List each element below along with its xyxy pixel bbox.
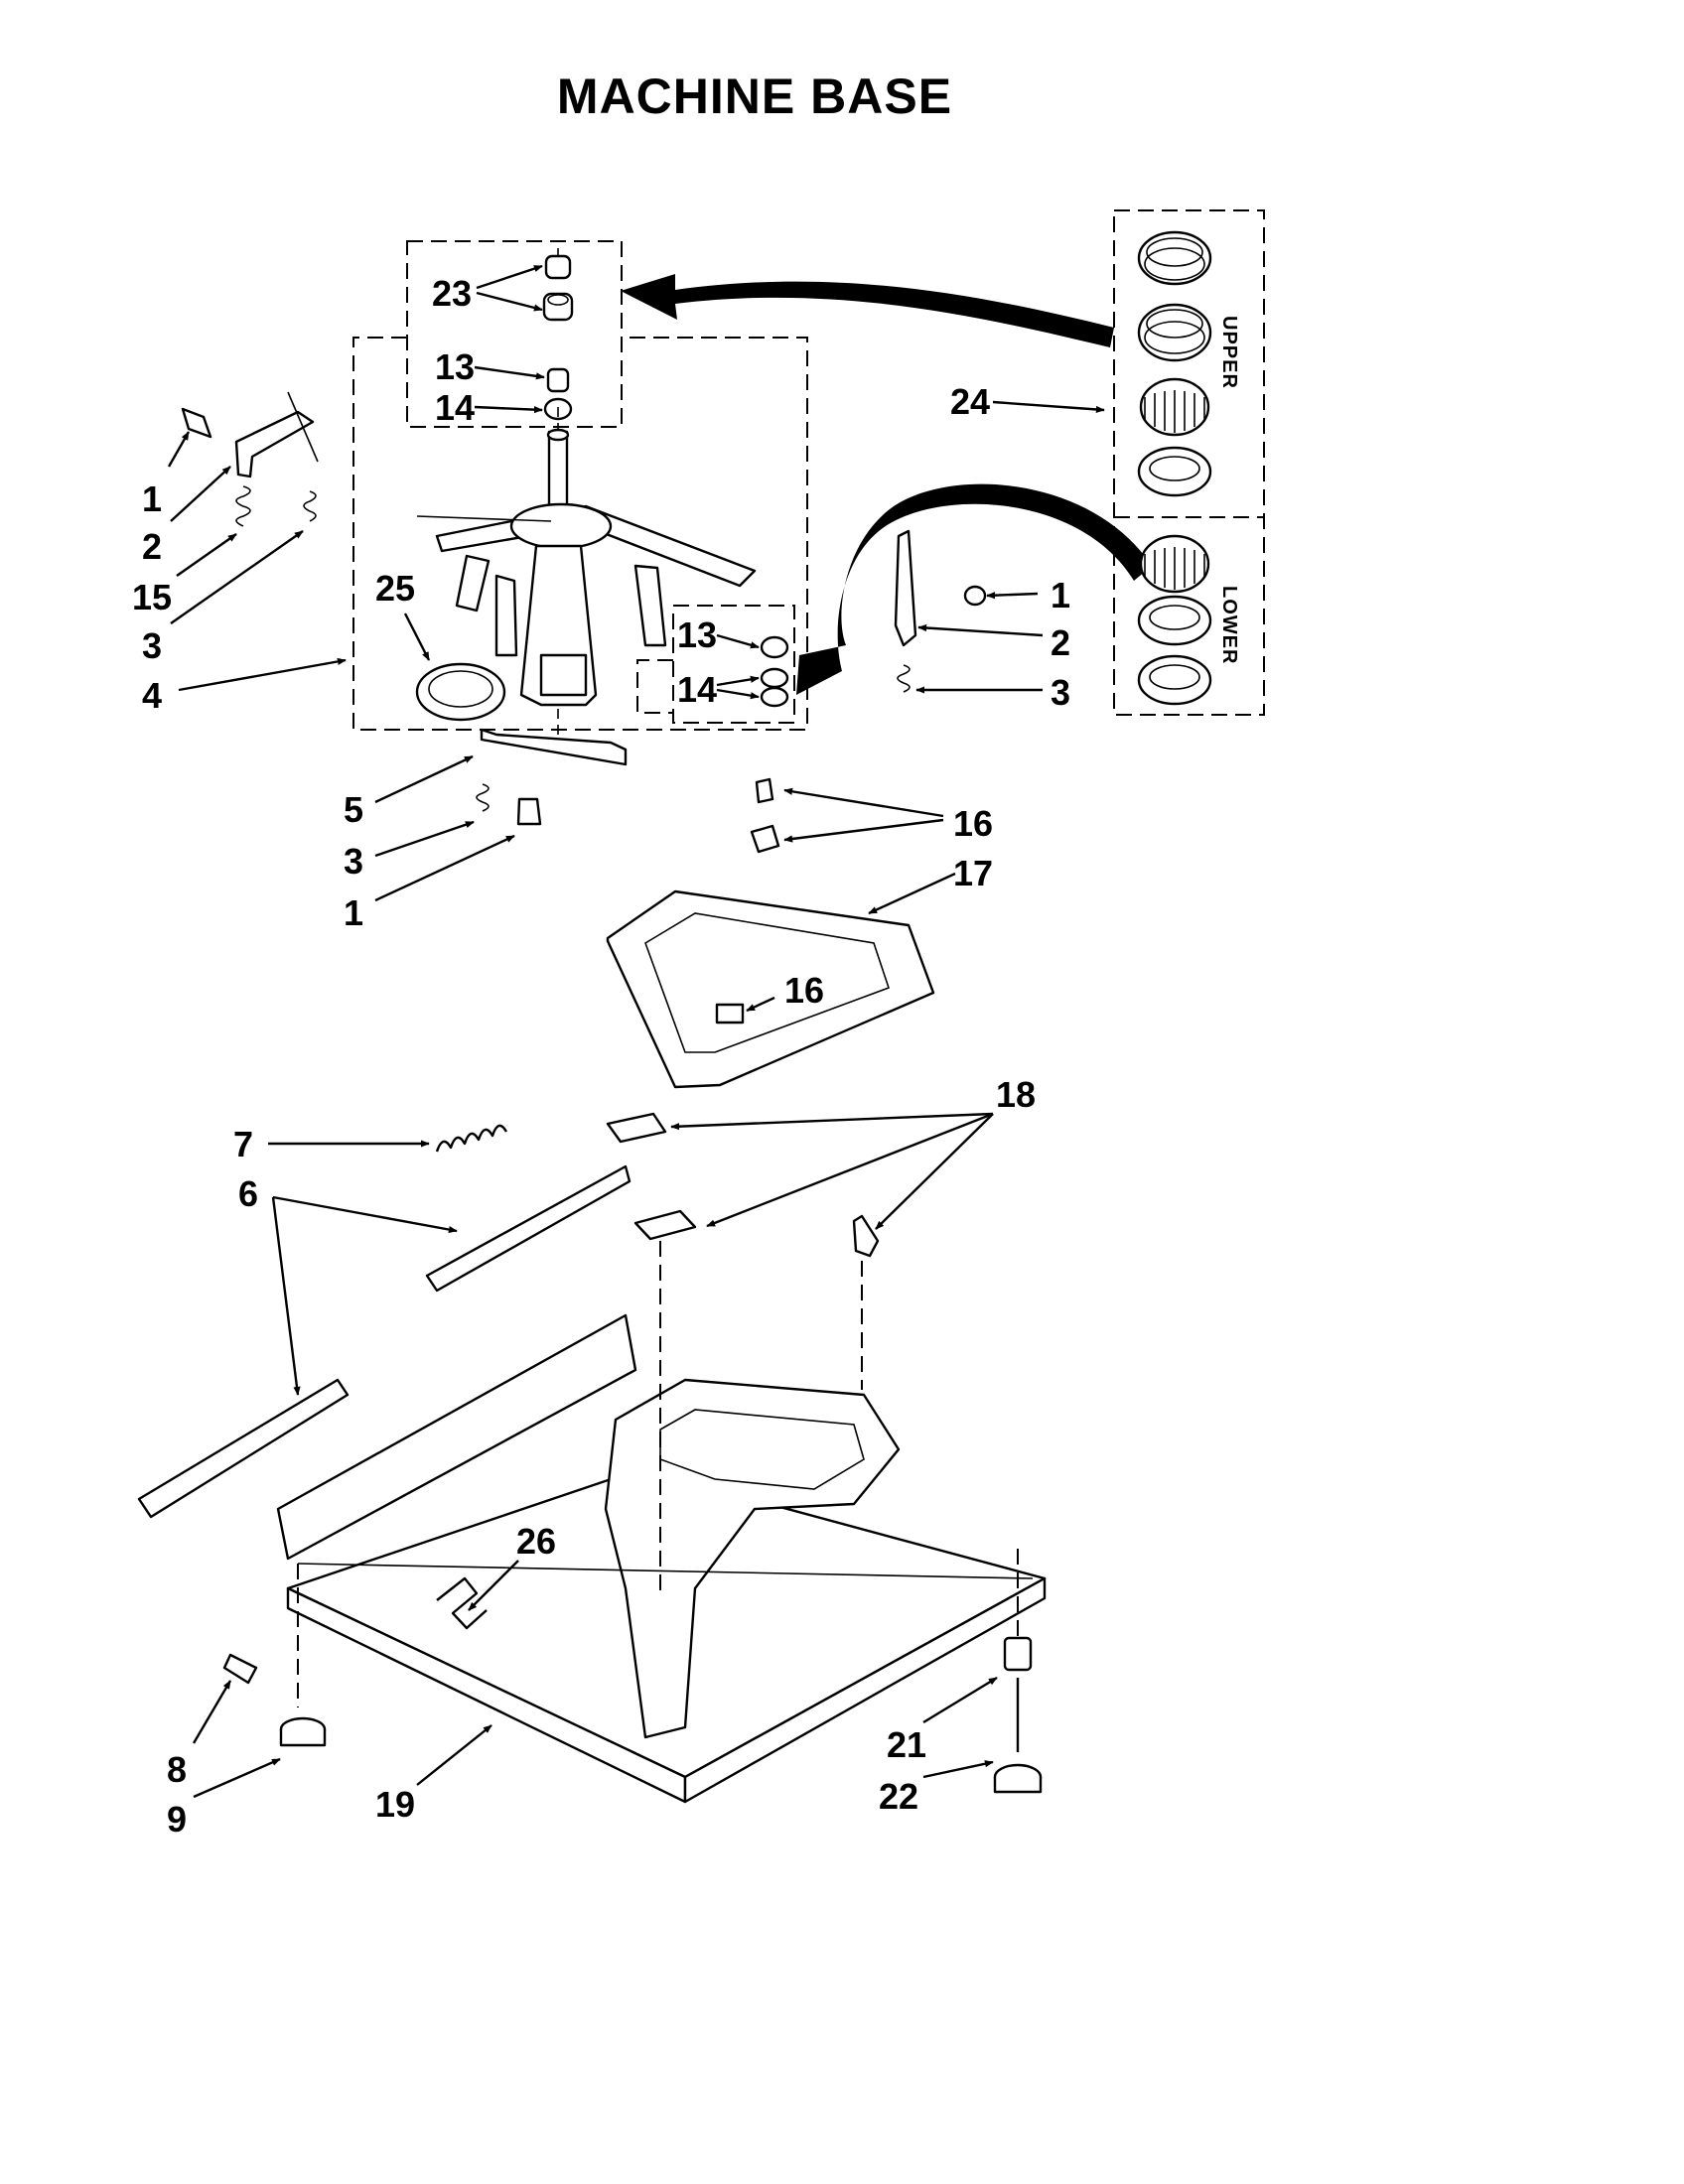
callout-24: 24 — [950, 381, 990, 422]
callout-1c: 1 — [344, 892, 363, 933]
bushing-13-lower — [760, 635, 789, 659]
callout-2b: 2 — [1051, 622, 1070, 663]
callout-22: 22 — [879, 1776, 918, 1817]
bracket-2-right — [894, 529, 917, 647]
lower-bushing-box — [672, 605, 795, 724]
foot-9 — [279, 1716, 327, 1747]
callout-25: 25 — [375, 568, 415, 609]
clip-16-c — [715, 1003, 745, 1024]
tub-frame-17-inner — [644, 912, 891, 1053]
kit-upper-gear — [1139, 377, 1210, 437]
callout-2a: 2 — [142, 526, 162, 567]
callout-21: 21 — [887, 1724, 926, 1765]
kit-upper-seal-1 — [1137, 230, 1212, 286]
callout-13b: 13 — [677, 614, 717, 655]
callout-3b: 3 — [1051, 672, 1070, 713]
lower-kit-arrow — [796, 483, 1152, 695]
callout-3c: 3 — [344, 841, 363, 882]
callout-7: 7 — [233, 1124, 253, 1164]
bracket-2-left — [234, 410, 315, 478]
kit-upper-ring — [1137, 446, 1212, 497]
callout-labels: 1 2 15 3 4 25 23 13 14 24 13 14 1 2 3 5 … — [132, 273, 1070, 1840]
snubber-ring-25 — [415, 662, 506, 722]
pad-18-c — [852, 1214, 880, 1258]
leveling-foot-22 — [993, 1763, 1043, 1794]
spring-3-right — [897, 664, 911, 693]
clip-16-a — [755, 777, 774, 804]
kit-upper-label: UPPER — [1218, 316, 1240, 389]
bolt-1-left — [181, 407, 212, 439]
spring-3-lower — [476, 783, 490, 812]
cap-8 — [222, 1653, 258, 1685]
clip-16-b — [750, 824, 780, 854]
callout-18: 18 — [996, 1074, 1036, 1115]
machine-base-19 — [276, 1241, 1047, 1804]
callout-13a: 13 — [435, 346, 475, 387]
kit-lower-gear — [1139, 534, 1210, 594]
brace-6-lower — [137, 1378, 350, 1519]
callout-19: 19 — [375, 1784, 415, 1825]
bushing-13-upper — [546, 367, 570, 393]
callout-14b: 14 — [677, 669, 717, 710]
bushing-23-bottom — [542, 292, 574, 322]
callout-8: 8 — [167, 1749, 187, 1790]
bushing-14-lower-2 — [760, 686, 789, 708]
callout-1a: 1 — [142, 478, 162, 519]
pad-18-a — [606, 1112, 667, 1144]
bracket-5 — [480, 728, 628, 766]
callout-3a: 3 — [142, 625, 162, 666]
kit-lower-ring-2 — [1137, 654, 1212, 706]
callout-16b: 16 — [784, 970, 824, 1011]
bolt-1-lower — [516, 797, 542, 826]
callout-14a: 14 — [435, 387, 475, 428]
spring-3-left — [303, 490, 317, 522]
callout-15: 15 — [132, 577, 172, 617]
kit-lower-ring-1 — [1137, 595, 1212, 646]
callout-26: 26 — [516, 1521, 556, 1562]
callout-23: 23 — [432, 273, 472, 314]
callout-4: 4 — [142, 675, 162, 716]
kit-lower-label: LOWER — [1218, 586, 1240, 664]
spring-15-left — [235, 485, 251, 527]
bracket-rod-left — [287, 391, 319, 463]
callout-17: 17 — [953, 853, 993, 893]
kit-upper-seal-2 — [1137, 303, 1212, 362]
callout-9: 9 — [167, 1799, 187, 1840]
spring-7 — [435, 1124, 508, 1153]
tub-frame-17 — [606, 889, 935, 1089]
hook-26 — [436, 1576, 488, 1630]
transmission-group-box — [352, 337, 808, 731]
brace-6-upper — [425, 1164, 632, 1293]
bracket-dashed-link — [636, 659, 673, 714]
page-title: MACHINE BASE — [556, 68, 953, 124]
bushing-23-top — [544, 248, 572, 280]
upper-bushing-box — [406, 240, 623, 428]
transmission-assembly — [416, 407, 757, 754]
leader-arrows — [167, 264, 1105, 1799]
upper-kit-arrow — [621, 274, 1114, 347]
callout-6: 6 — [238, 1173, 258, 1214]
sleeve-21 — [1003, 1636, 1033, 1672]
bolt-1-right — [963, 585, 987, 607]
pad-18-b — [633, 1209, 697, 1241]
callout-1b: 1 — [1051, 575, 1070, 615]
callout-5: 5 — [344, 789, 363, 830]
bushing-14-lower-1 — [760, 667, 789, 689]
callout-16a: 16 — [953, 803, 993, 844]
kit-24-box — [1113, 209, 1265, 716]
